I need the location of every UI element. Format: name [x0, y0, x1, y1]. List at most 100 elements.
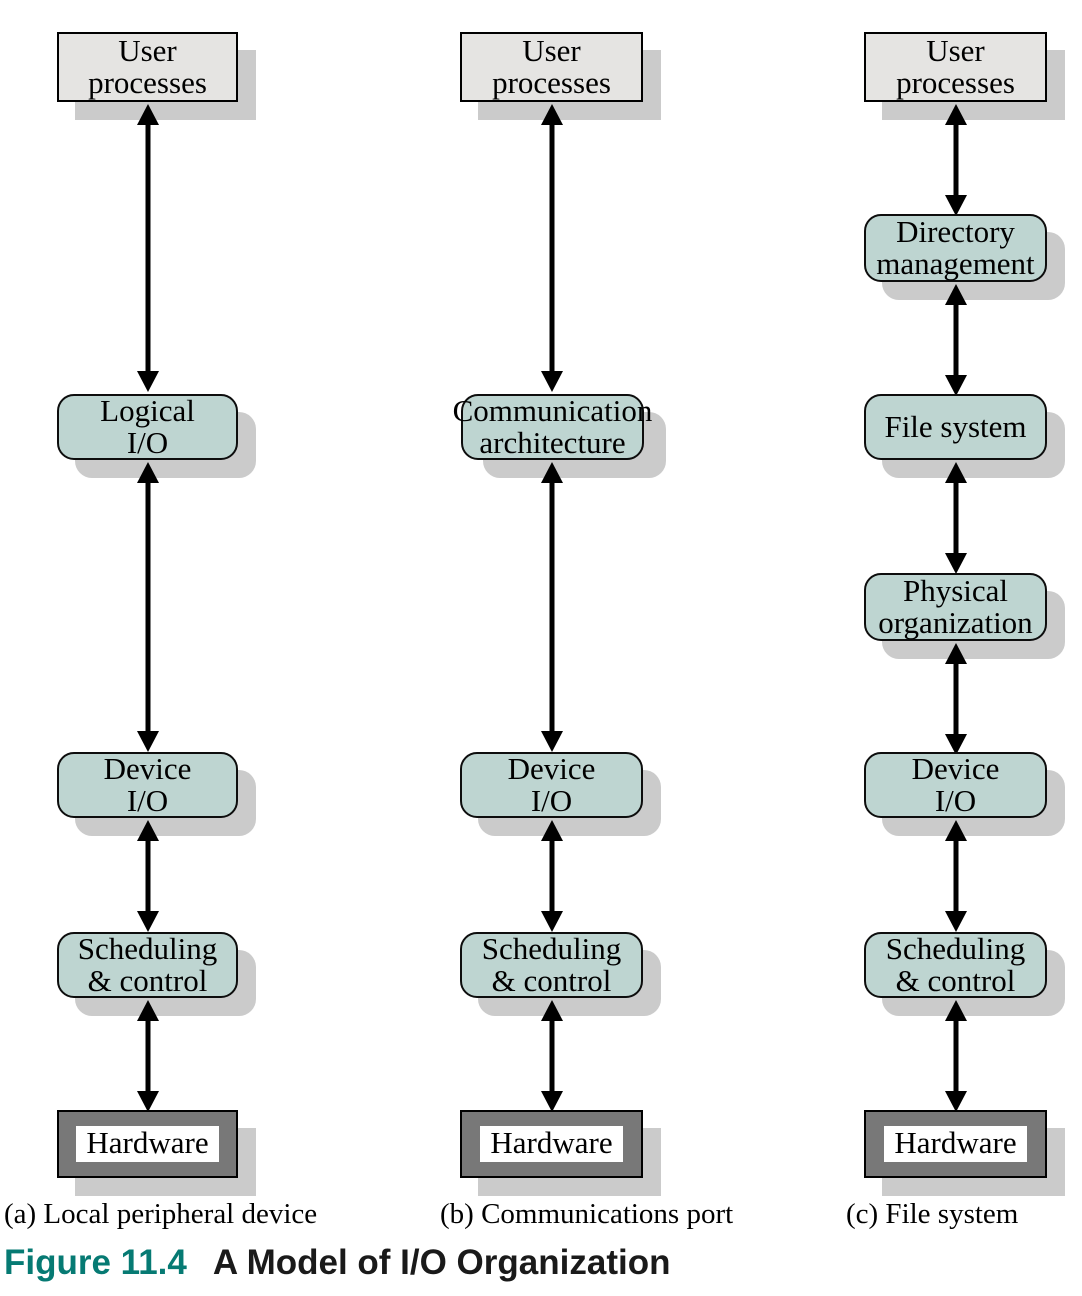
arrow-c-file-system-to-physical-organization — [943, 462, 969, 574]
arrowhead-down-icon — [945, 911, 967, 932]
node-line: I/O — [126, 783, 169, 818]
node-line: Hardware — [76, 1125, 219, 1163]
arrowhead-up-icon — [137, 104, 159, 125]
arrowhead-up-icon — [945, 104, 967, 125]
node-a-scheduling-control: Scheduling & control — [57, 932, 238, 998]
arrowhead-up-icon — [137, 820, 159, 841]
node-line: management — [876, 246, 1035, 281]
arrowhead-up-icon — [541, 820, 563, 841]
arrowhead-up-icon — [945, 820, 967, 841]
arrow-c-device-io-to-scheduling-control — [943, 820, 969, 932]
arrow-a-logical-io-to-device-io — [135, 462, 161, 752]
node-c-physical-organization: Physical organization — [864, 573, 1047, 641]
node-a-device-io: Device I/O — [57, 752, 238, 818]
arrowhead-down-icon — [945, 1091, 967, 1112]
arrowhead-up-icon — [137, 462, 159, 483]
node-b-user-processes: User processes — [460, 32, 643, 102]
node-line: & control — [491, 963, 612, 998]
node-a-user-processes: User processes — [57, 32, 238, 102]
figure-caption: Figure 11.4 A Model of I/O Organization — [4, 1243, 670, 1283]
arrowhead-down-icon — [945, 734, 967, 755]
node-line: Scheduling — [885, 930, 1026, 966]
arrowhead-up-icon — [541, 104, 563, 125]
node-b-device-io: Device I/O — [460, 752, 643, 818]
node-line: processes — [88, 65, 207, 100]
arrowhead-up-icon — [945, 1000, 967, 1021]
node-line: Scheduling — [77, 930, 218, 966]
node-b-scheduling-control: Scheduling & control — [460, 932, 643, 998]
arrow-stem — [145, 476, 151, 738]
arrow-stem — [953, 657, 959, 741]
node-c-device-io: Device I/O — [864, 752, 1047, 818]
arrow-stem — [549, 118, 555, 378]
arrowhead-up-icon — [137, 1000, 159, 1021]
arrowhead-down-icon — [541, 731, 563, 752]
arrowhead-down-icon — [945, 375, 967, 396]
arrow-stem — [953, 476, 959, 560]
figure-title: A Model of I/O Organization — [212, 1243, 671, 1282]
arrow-stem — [953, 834, 959, 918]
node-line: processes — [492, 65, 611, 100]
arrow-stem — [953, 1014, 959, 1098]
arrowhead-down-icon — [541, 911, 563, 932]
node-line: I/O — [934, 783, 977, 818]
arrow-b-device-io-to-scheduling-control — [539, 820, 565, 932]
node-a-hardware: Hardware — [57, 1110, 238, 1178]
arrowhead-up-icon — [945, 284, 967, 305]
arrowhead-up-icon — [541, 462, 563, 483]
node-line: Hardware — [480, 1125, 623, 1163]
node-c-directory-management: Directory management — [864, 214, 1047, 282]
arrow-a-device-io-to-scheduling-control — [135, 820, 161, 932]
caption-column-b: (b) Communications port — [440, 1198, 734, 1230]
node-line: Scheduling — [481, 930, 622, 966]
caption-column-a: (a) Local peripheral device — [4, 1198, 318, 1230]
node-line: Device — [103, 750, 192, 786]
node-line: Physical — [902, 572, 1009, 608]
node-line: & control — [895, 963, 1016, 998]
arrowhead-down-icon — [137, 371, 159, 392]
arrowhead-up-icon — [541, 1000, 563, 1021]
node-line: processes — [896, 65, 1015, 100]
arrow-stem — [145, 1014, 151, 1098]
node-line: Communication — [452, 392, 653, 428]
node-b-communication-architecture: Communication architecture — [453, 394, 652, 460]
node-line: architecture — [479, 425, 626, 460]
node-c-scheduling-control: Scheduling & control — [864, 932, 1047, 998]
arrowhead-down-icon — [137, 731, 159, 752]
arrow-c-physical-organization-to-device-io — [943, 643, 969, 755]
node-line: Device — [507, 750, 596, 786]
arrow-b-scheduling-control-to-hardware — [539, 1000, 565, 1112]
arrowhead-up-icon — [945, 643, 967, 664]
node-c-user-processes: User processes — [864, 32, 1047, 102]
node-line: I/O — [126, 425, 169, 460]
arrow-a-user-processes-to-logical-io — [135, 104, 161, 392]
node-line: I/O — [530, 783, 573, 818]
arrow-b-user-processes-to-communication-architecture — [539, 104, 565, 392]
arrowhead-down-icon — [137, 911, 159, 932]
node-a-logical-io: Logical I/O — [57, 394, 238, 460]
arrow-c-user-processes-to-directory-management — [943, 104, 969, 216]
arrow-stem — [549, 1014, 555, 1098]
arrowhead-down-icon — [541, 1091, 563, 1112]
arrow-stem — [549, 476, 555, 738]
node-line: User — [926, 32, 985, 68]
arrow-c-scheduling-control-to-hardware — [943, 1000, 969, 1112]
arrowhead-down-icon — [945, 195, 967, 216]
node-b-hardware: Hardware — [460, 1110, 643, 1178]
node-line: & control — [87, 963, 208, 998]
caption-column-c: (c) File system — [846, 1198, 1019, 1230]
node-line: File system — [884, 408, 1027, 444]
node-line: Directory — [896, 213, 1015, 249]
node-c-file-system: File system — [864, 394, 1047, 460]
arrowhead-down-icon — [137, 1091, 159, 1112]
node-line: User — [118, 32, 177, 68]
node-line: Hardware — [884, 1125, 1027, 1163]
node-line: User — [522, 32, 581, 68]
arrow-stem — [953, 298, 959, 382]
arrowhead-up-icon — [945, 462, 967, 483]
node-line: Device — [911, 750, 1000, 786]
arrowhead-down-icon — [945, 553, 967, 574]
arrow-stem — [145, 834, 151, 918]
figure-number: Figure 11.4 — [4, 1243, 187, 1282]
arrow-b-communication-architecture-to-device-io — [539, 462, 565, 752]
